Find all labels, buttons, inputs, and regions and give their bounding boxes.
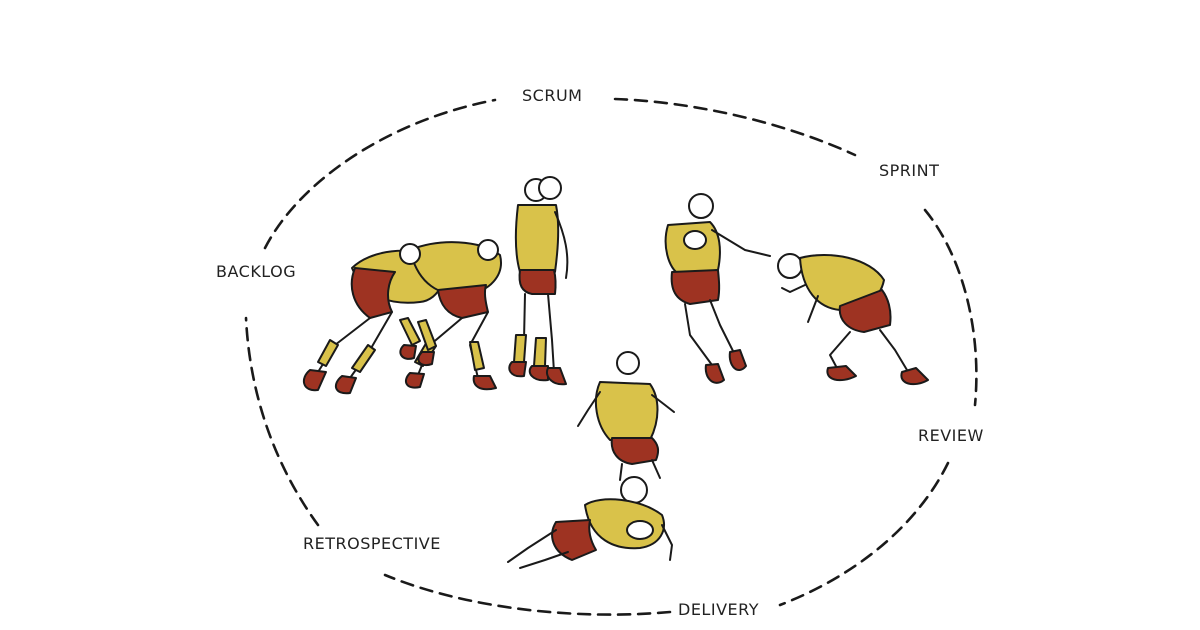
cycle-arc-retrospective-to-backlog [244, 316, 320, 527]
cycle-arc-delivery-to-retrospective [383, 573, 672, 616]
cycle-arc-review-to-delivery [778, 461, 950, 607]
label-sprint: SPRINT [879, 161, 939, 180]
rugby-scrum-icon [302, 176, 569, 395]
label-delivery: DELIVERY [678, 600, 759, 619]
label-scrum: SCRUM [522, 86, 582, 105]
cycle-arc-backlog-to-scrum [263, 98, 497, 250]
label-backlog: BACKLOG [216, 262, 296, 281]
cycle-arc-sprint-to-review [923, 208, 978, 407]
rugby-tackle-icon [664, 193, 929, 386]
cycle-dashed-path [244, 97, 978, 616]
rugby-try-icon [507, 351, 675, 569]
label-review: REVIEW [918, 426, 984, 445]
label-retrospective: RETROSPECTIVE [303, 534, 441, 553]
cycle-arc-scrum-to-sprint [613, 97, 857, 157]
